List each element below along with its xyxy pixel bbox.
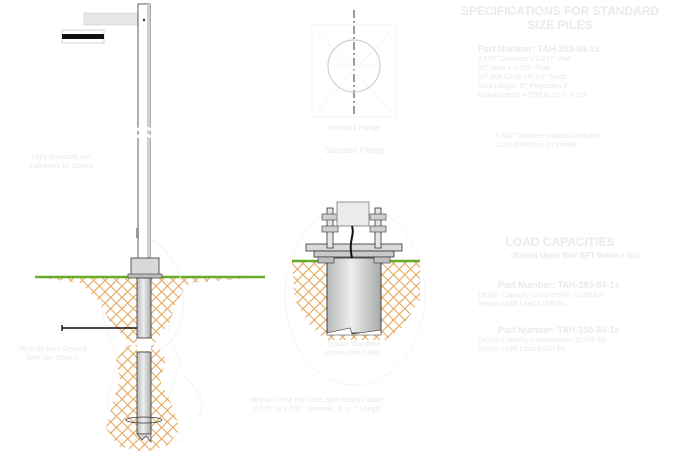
loads-subtitle: (Based Upon Soil SPT Value = bc) xyxy=(510,251,640,260)
loads-title: LOAD CAPACITIES xyxy=(505,235,615,249)
loads-part2-heading: Part Number: TAH-350-84-1x xyxy=(498,325,620,335)
light-standard-drawing xyxy=(34,3,265,452)
specs-part1-heading: Part Number: TAH-283-84-1x xyxy=(478,44,600,54)
label-ground-wire: #6 or #8 Bare Ground Wire (By Others) xyxy=(18,346,87,362)
loads-part1: Part Number: TAH-283-84-1x Design Capaci… xyxy=(478,280,620,308)
connection-detail xyxy=(284,201,426,386)
standard-fittings-topview xyxy=(311,10,397,118)
label-light-standard: Light Standard and Luminaire by Others xyxy=(29,154,94,170)
detail-top-plate xyxy=(305,243,403,252)
label-standard-flange: Standard Flange xyxy=(328,125,380,132)
luminaire-lens xyxy=(62,34,104,39)
light-base-block xyxy=(336,201,370,227)
specs-part1: Part Number: TAH-283-84-1x 2.875" Diamet… xyxy=(478,44,600,99)
specs-title: SPECIFICATIONS FOR STANDARD SIZE PILES xyxy=(460,4,660,32)
helical-pile-upper xyxy=(136,277,152,339)
flange-circle xyxy=(327,39,381,93)
helical-pile-lower xyxy=(136,351,152,435)
loads-part1-heading: Part Number: TAH-283-84-1x xyxy=(498,280,620,290)
specs-part2: 3.500" Diameter Models Available Consult… xyxy=(495,133,600,149)
loads-part2: Part Number: TAH-350-84-1x Design Capaci… xyxy=(478,325,620,353)
label-standard-connection: Typical Standard Connection Detail xyxy=(325,341,381,357)
label-standard-fittings: Standard Fittings xyxy=(324,146,386,155)
label-helical-pile: Helical Screw Pile (See Specification Ta… xyxy=(249,397,386,413)
base-flange xyxy=(130,257,160,277)
detail-pipe xyxy=(326,257,382,334)
helix-plate xyxy=(125,416,163,424)
